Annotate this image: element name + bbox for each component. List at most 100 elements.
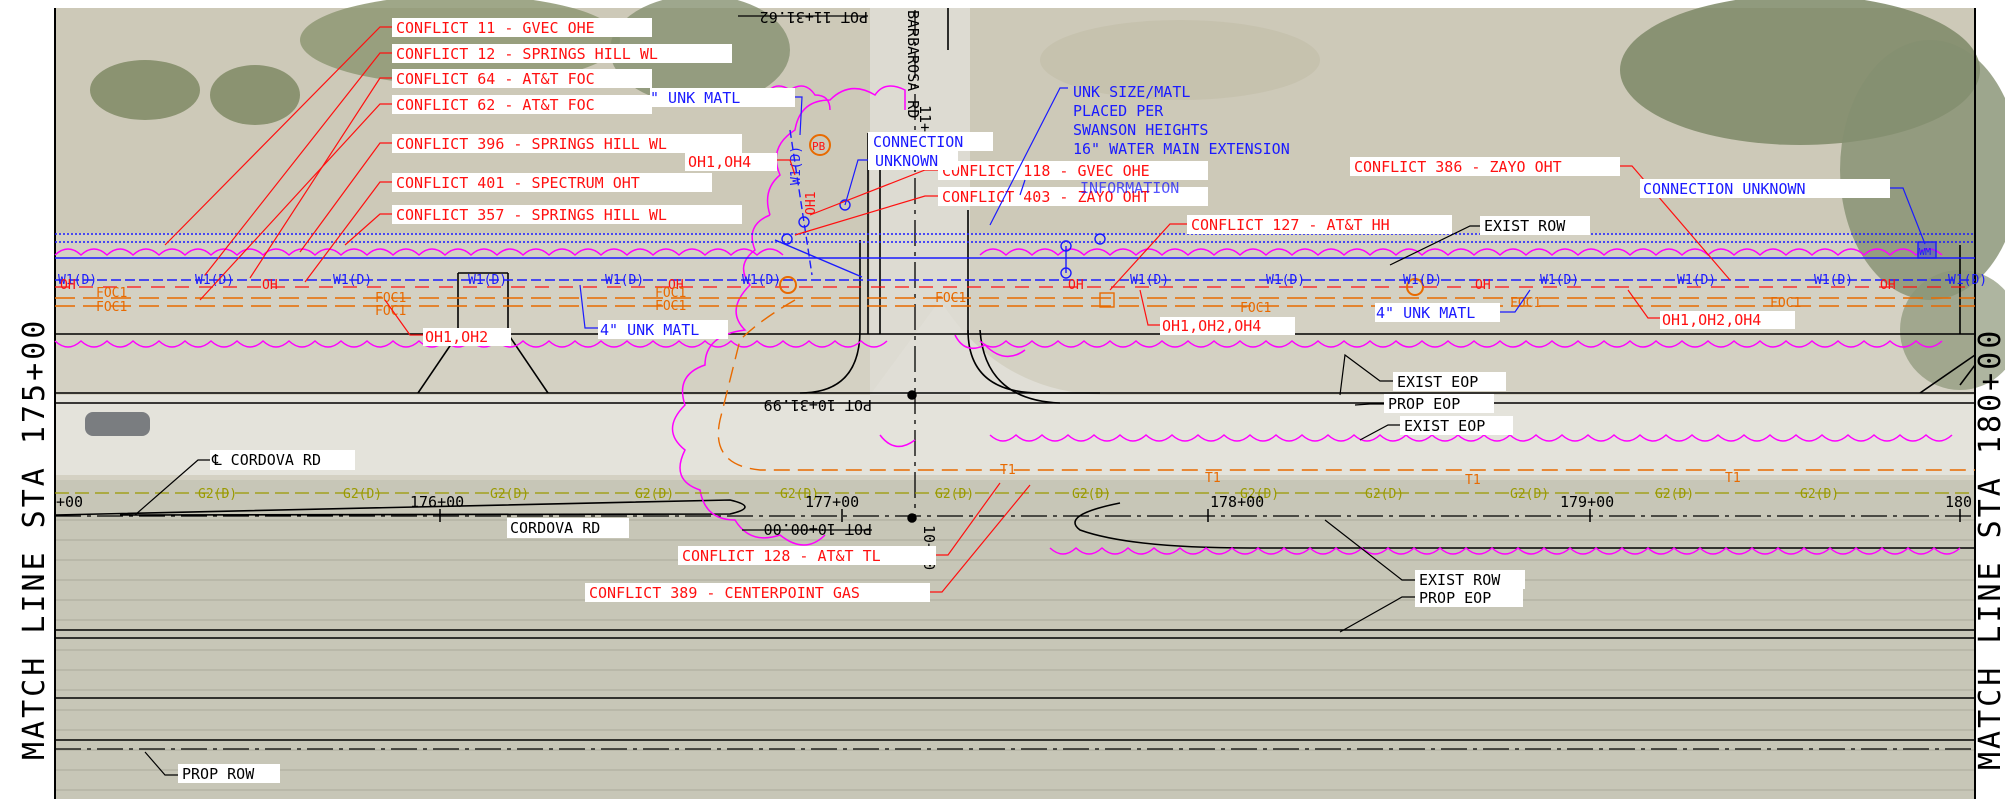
pot-bottom: POT 10+00.00 — [764, 520, 872, 538]
station-180: 180 — [1945, 493, 1972, 511]
foc-code: FOC1 — [655, 299, 686, 314]
t1-code: T1 — [1000, 463, 1016, 478]
g2-code: G2(D) — [198, 487, 237, 502]
conflicts-left: CONFLICT 11 - GVEC OHE CONFLICT 12 - SPR… — [164, 18, 742, 301]
g2-code: G2(D) — [1800, 487, 1839, 502]
cordova-rd-label: CORDOVA RD — [510, 519, 600, 537]
w1-vertical-code: W1(D) — [789, 146, 804, 185]
g2-code: G2(D) — [1072, 487, 1111, 502]
w1-code: W1(D) — [333, 273, 372, 288]
g2-code: G2(D) — [343, 487, 382, 502]
conflict-11: CONFLICT 11 - GVEC OHE — [396, 19, 595, 37]
placed-per-line-3: SWANSON HEIGHTS — [1073, 121, 1208, 139]
prop-row-label: PROP ROW — [182, 765, 255, 783]
exist-row-bottom-label: EXIST ROW — [1419, 571, 1501, 589]
conflicts-mid: CONFLICT 118 - GVEC OHE CONFLICT 403 - Z… — [585, 157, 1731, 602]
row-lines — [54, 8, 1976, 741]
unk-matl-top-note: " UNK MATL — [650, 89, 740, 107]
foc-code: FOC1 — [1240, 301, 1271, 316]
foc-lines — [55, 134, 1975, 471]
oh-note-1: OH1,OH4 — [688, 153, 751, 171]
g2-code: G2(D) — [1655, 487, 1694, 502]
conflict-118: CONFLICT 118 - GVEC OHE — [942, 162, 1150, 180]
g2-code: G2(D) — [1240, 487, 1279, 502]
t1-code: T1 — [1205, 471, 1221, 486]
road-centerlines — [55, 10, 1975, 750]
exist-eop-2-label: EXIST EOP — [1404, 417, 1485, 435]
conflict-357: CONFLICT 357 - SPRINGS HILL WL — [396, 206, 667, 224]
t1-code: T1 — [1465, 473, 1481, 488]
match-line-right: MATCH LINE STA 180+00 — [1973, 328, 2005, 770]
oh-code: OH — [1475, 278, 1491, 293]
placed-per-line-1: UNK SIZE/MATL — [1073, 83, 1190, 101]
connection-note: CONNECTION — [873, 133, 963, 151]
g2-code: G2(D) — [780, 487, 819, 502]
information-note: INFORMATION — [1080, 179, 1179, 197]
w1-code: W1(D) — [195, 273, 234, 288]
foc-code: FOC1 — [935, 291, 966, 306]
oh-notes: OH1,OH4 OH1,OH2 OH1,OH2,OH4 OH1,OH2,OH4 — [384, 153, 1795, 346]
foc-code: FOC1 — [1770, 296, 1801, 311]
oh-code: OH — [60, 278, 76, 293]
conflict-128: CONFLICT 128 - AT&T TL — [682, 547, 881, 565]
w1-code: W1(D) — [1677, 273, 1716, 288]
placed-per-line-2: PLACED PER — [1073, 102, 1164, 120]
foc-code: FOC1 — [1510, 296, 1541, 311]
exist-row-top-label: EXIST ROW — [1484, 217, 1566, 235]
w1-code: W1(D) — [468, 273, 507, 288]
w1-code: W1(D) — [1948, 273, 1987, 288]
wm-code: WM — [1919, 247, 1931, 258]
station-179: 179+00 — [1560, 493, 1614, 511]
unk-matl-4-left: 4" UNK MATL — [600, 321, 699, 339]
station-176: 176+00 — [410, 493, 464, 511]
barbarosa-rd-label: BARBAROSA RD — [904, 10, 922, 118]
pb-code: PB — [812, 140, 826, 153]
pot-mid: POT 10+31.99 — [764, 396, 872, 414]
g2-code: G2(D) — [1365, 487, 1404, 502]
t1-code: T1 — [1725, 471, 1741, 486]
oh-code: OH — [668, 278, 684, 293]
station-177: 177+00 — [805, 493, 859, 511]
station-ticks — [439, 390, 1961, 523]
w1-code: W1(D) — [1130, 273, 1169, 288]
conflict-403: CONFLICT 403 - ZAYO OHT — [942, 188, 1150, 206]
w1-code: W1(D) — [742, 273, 781, 288]
foc-code: FOC1 — [96, 286, 127, 301]
foc-code: FOC1 — [655, 286, 686, 301]
unknown-note: UNKNOWN — [875, 152, 938, 170]
match-line-left: MATCH LINE STA 175+00 — [17, 318, 52, 760]
oh-code: OH — [1068, 278, 1084, 293]
cordova-cl-label: ℄ CORDOVA RD — [211, 451, 321, 469]
conflict-386: CONFLICT 386 - ZAYO OHT — [1354, 158, 1562, 176]
connection-unknown-note: CONNECTION UNKNOWN — [1643, 180, 1806, 198]
station-175: +00 — [56, 493, 83, 511]
oh-vertical-code: OH1 — [804, 192, 819, 215]
water-lines — [55, 129, 1975, 281]
conflict-396: CONFLICT 396 - SPRINGS HILL WL — [396, 135, 667, 153]
g2-code: G2(D) — [935, 487, 974, 502]
line-codes: W1(D) W1(D) W1(D) W1(D) W1(D) W1(D) W1(D… — [58, 140, 1987, 502]
foc-code: FOC1 — [375, 291, 406, 306]
pot-top: POT 11+31.62 — [760, 8, 868, 26]
conflict-64: CONFLICT 64 - AT&T FOC — [396, 70, 595, 88]
prop-eop-1-label: PROP EOP — [1388, 395, 1460, 413]
oh-code: OH — [1880, 278, 1896, 293]
water-notes: " UNK MATL CONNECTION UNKNOWN UNK SIZE/M… — [579, 83, 1926, 339]
prop-eop-2-label: PROP EOP — [1419, 589, 1491, 607]
w1-code: W1(D) — [1403, 273, 1442, 288]
oh-note-3: OH1,OH2,OH4 — [1162, 317, 1261, 335]
w1-code: W1(D) — [58, 273, 97, 288]
exist-eop-1-label: EXIST EOP — [1397, 373, 1478, 391]
g2-code: G2(D) — [635, 487, 674, 502]
conflict-12: CONFLICT 12 - SPRINGS HILL WL — [396, 45, 658, 63]
oh-note-2: OH1,OH2 — [425, 328, 488, 346]
conflict-127: CONFLICT 127 - AT&T HH — [1191, 216, 1390, 234]
road-labels: BARBAROSA RD ℄ CORDOVA RD CORDOVA RD POT… — [56, 8, 1972, 570]
station-178: 178+00 — [1210, 493, 1264, 511]
w1-code: W1(D) — [1540, 273, 1579, 288]
g2-code: G2(D) — [490, 487, 529, 502]
conflict-389: CONFLICT 389 - CENTERPOINT GAS — [589, 584, 860, 602]
foc-code: FOC1 — [375, 304, 406, 319]
placed-per-line-4: 16" WATER MAIN EXTENSION — [1073, 140, 1290, 158]
